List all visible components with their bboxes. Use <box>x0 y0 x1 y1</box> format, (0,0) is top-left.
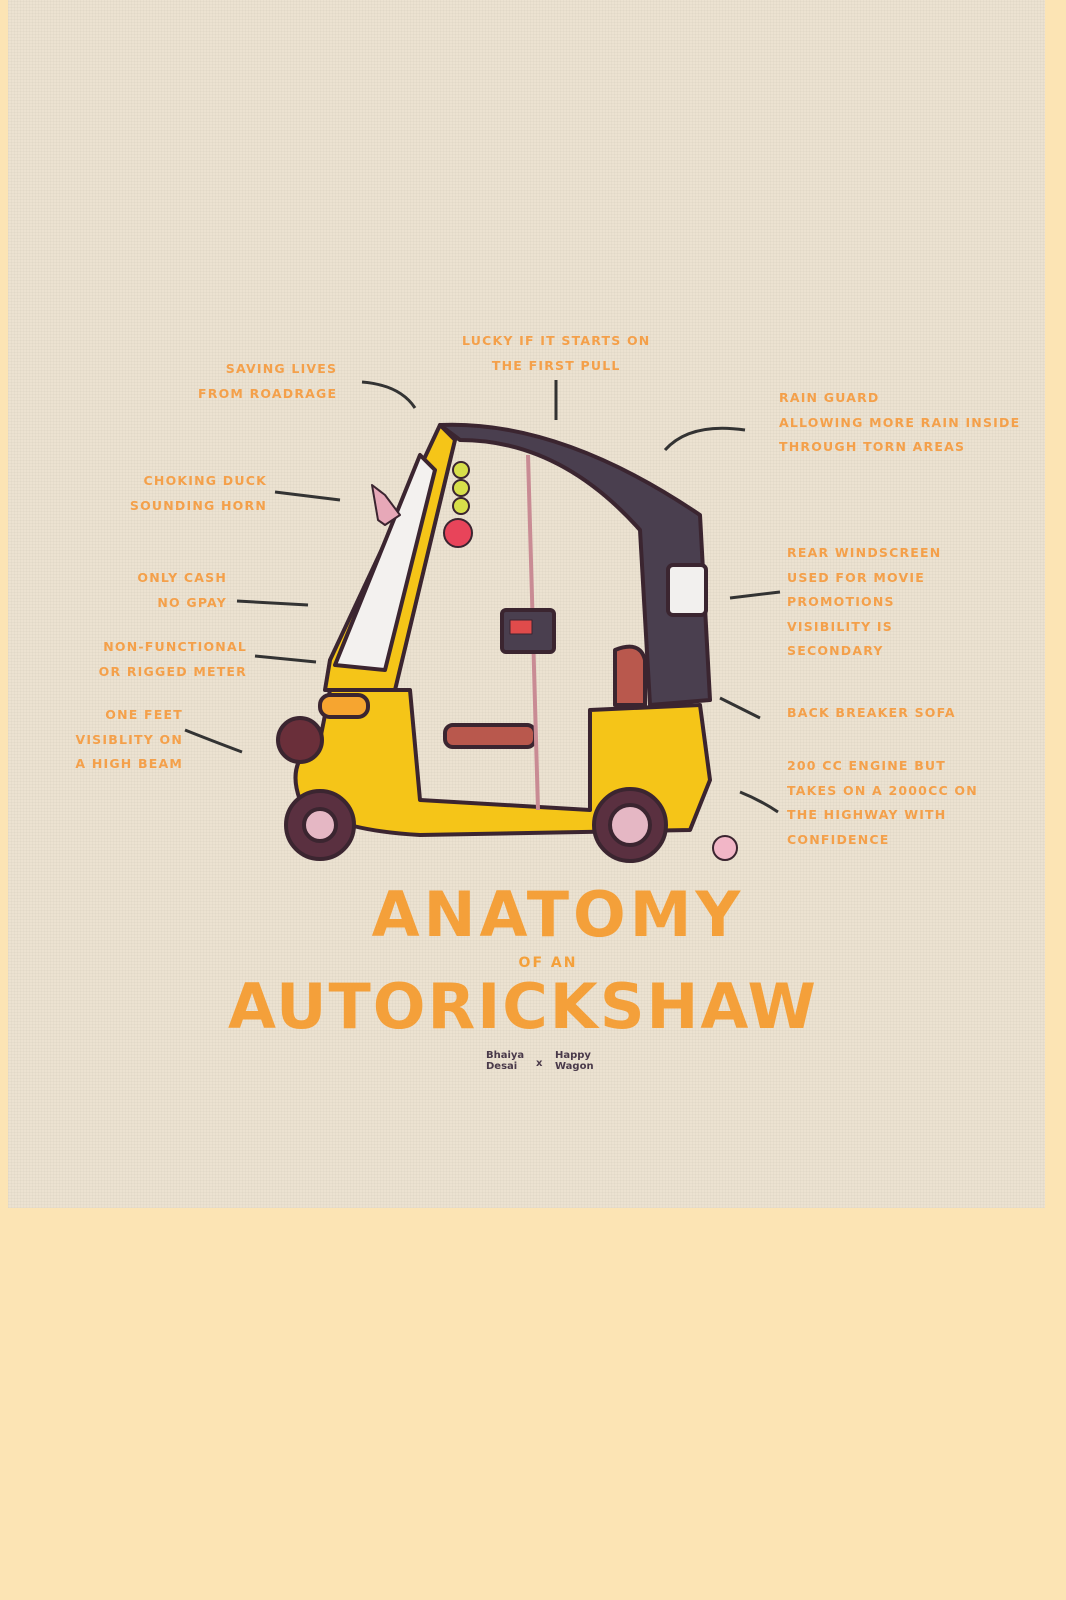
label-line: sounding horn <box>129 497 267 513</box>
label-line: no Gpay <box>157 594 227 610</box>
label-line: Choking duck <box>143 473 267 488</box>
windshield <box>333 453 437 672</box>
label-engine: 200 cc engine but takes on a 2000cc on t… <box>787 754 978 852</box>
label-line: takes on a 2000cc on <box>787 782 978 798</box>
red-ball <box>443 518 473 548</box>
exhaust-smoke <box>712 835 738 861</box>
title-autorickshaw: Autorickshaw <box>228 970 818 1043</box>
label-line: or rigged meter <box>98 663 247 679</box>
label-horn: Choking duck sounding horn <box>130 469 267 518</box>
label-line: visiblity on <box>75 731 183 747</box>
label-lucky: Lucky if it starts on the first pull <box>462 329 650 378</box>
logo-separator: x <box>536 1058 543 1069</box>
label-cash: Only cash no Gpay <box>137 566 227 615</box>
label-line: allowing more rain inside <box>779 414 1021 430</box>
arrows <box>184 380 781 814</box>
label-line: Rain guard <box>779 390 880 405</box>
logo-bhaiya-desai: Bhaiya Desai <box>486 1050 524 1072</box>
headlight <box>276 716 324 764</box>
label-line: the first pull <box>491 357 621 373</box>
logo-line: Desai <box>486 1061 518 1072</box>
label-line: a high beam <box>75 756 183 771</box>
label-saving-lives: Saving lives from roadrage <box>198 357 337 406</box>
label-line: from roadrage <box>198 385 338 401</box>
rickshaw-illustration <box>184 380 781 863</box>
label-line: used for movie <box>787 569 925 585</box>
label-line: Rear windscreen <box>787 545 942 560</box>
horn <box>371 484 401 526</box>
tote-canvas: Saving lives from roadrage Lucky if it s… <box>8 0 1045 1208</box>
label-line: Saving lives <box>225 361 338 376</box>
indicator <box>318 693 370 719</box>
canopy <box>438 422 712 707</box>
label-rain-guard: Rain guard allowing more rain inside thr… <box>779 386 1020 460</box>
label-line: visibility is <box>787 618 893 634</box>
label-line: through torn areas <box>779 439 966 454</box>
label-line: secondary <box>787 643 884 658</box>
lemon-chilli <box>452 461 470 479</box>
title-anatomy: Anatomy <box>371 878 745 951</box>
label-meter: Non-functional or rigged meter <box>99 635 247 684</box>
label-line: promotions <box>787 594 895 609</box>
logo-line: Happy <box>555 1050 591 1061</box>
logo-line: Bhaiya <box>486 1050 525 1061</box>
label-line: One feet <box>105 707 183 722</box>
label-windscreen: Rear windscreen used for movie promotion… <box>787 541 941 664</box>
label-line: Back breaker sofa <box>787 705 956 720</box>
label-line: Non-functional <box>103 639 247 654</box>
back-sofa <box>613 644 647 707</box>
label-beam: One feet visiblity on a high beam <box>75 703 183 777</box>
title-of-an: of an <box>518 955 578 971</box>
label-line: the highway with <box>787 807 947 822</box>
logo-happy-wagon: Happy Wagon <box>555 1050 594 1072</box>
logo-line: Wagon <box>555 1061 594 1072</box>
label-line: Lucky if it starts on <box>462 333 651 348</box>
label-line: confidence <box>787 831 890 847</box>
label-line: Only cash <box>137 570 227 585</box>
label-line: 200 cc engine but <box>787 758 947 773</box>
seat <box>443 723 537 749</box>
rear-windscreen <box>666 563 708 617</box>
label-sofa: Back breaker sofa <box>787 701 956 726</box>
